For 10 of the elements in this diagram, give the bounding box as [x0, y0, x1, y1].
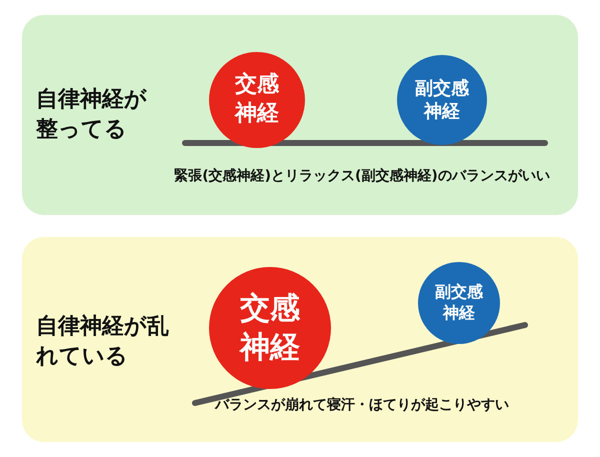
caption-text: 緊張(交感神経)とリラックス(副交感神経)のバランスがいい: [173, 166, 551, 186]
caption-text: バランスが崩れて寝汗・ほてりが起こりやすい: [214, 396, 510, 415]
ball-label: 交感神経: [238, 290, 301, 367]
heading-text: 自律神経が整ってる: [36, 86, 148, 144]
ball-label: 交感神経: [233, 71, 280, 128]
heading-text: 自律神経が乱れている: [36, 313, 170, 371]
ball-label: 副交感神経: [434, 282, 484, 324]
ball-label: 副交感神経: [414, 76, 470, 124]
panel: [22, 15, 578, 215]
panel: [22, 237, 578, 442]
